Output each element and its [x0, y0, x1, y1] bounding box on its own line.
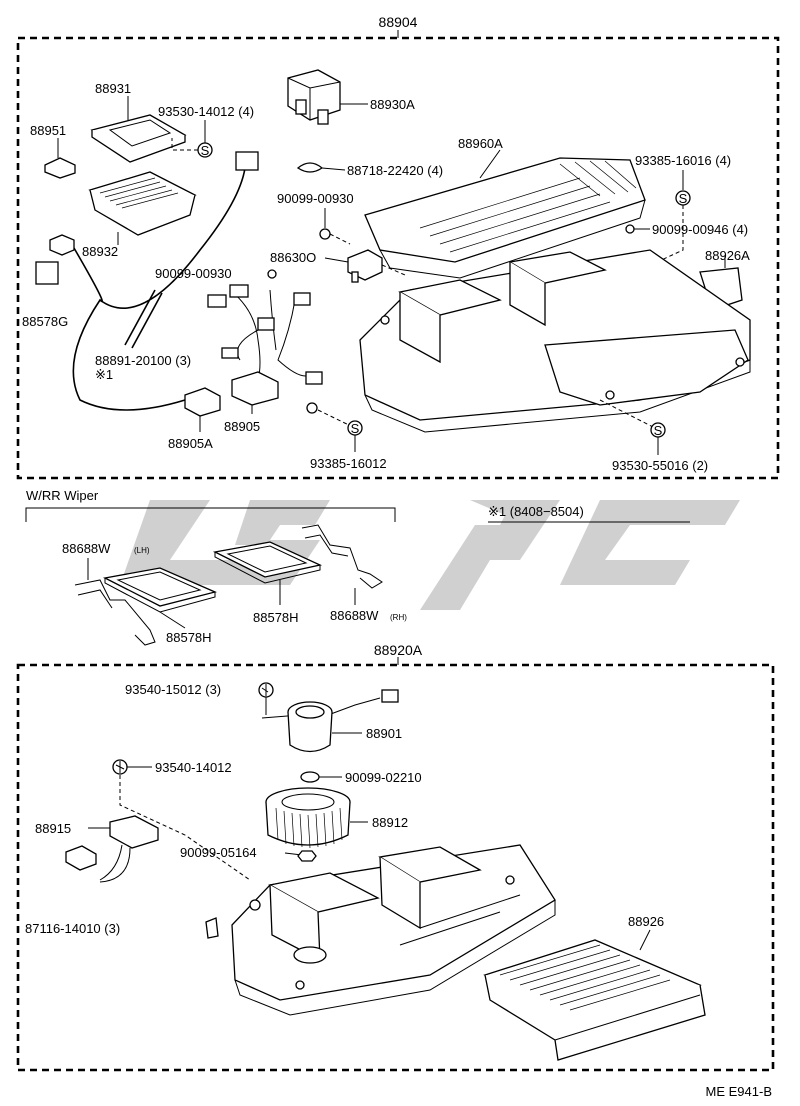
wire-88905A — [72, 247, 186, 411]
screw-s-text-2: S — [679, 191, 688, 206]
leader-88718 — [321, 167, 346, 171]
label-88578H-a: 88578H — [166, 630, 212, 645]
label-90099-05164: 90099-05164 — [180, 845, 257, 860]
label-88912: 88912 — [372, 815, 408, 830]
label-88926: 88926 — [628, 914, 664, 929]
part-88578H-gasket-b — [212, 541, 323, 584]
label-88905: 88905 — [224, 419, 260, 434]
label-93530-55016: 93530-55016 (2) — [612, 458, 708, 473]
label-90099-00946: 90099-00946 (4) — [652, 222, 748, 237]
part-88905A-connector-top — [235, 151, 259, 171]
label-88932: 88932 — [82, 244, 118, 259]
label-93530-14012: 93530-14012 (4) — [158, 104, 254, 119]
part-90099-00946-screw — [625, 224, 635, 234]
label-93385-16012: 93385-16012 — [310, 456, 387, 471]
label-93540-15012: 93540-15012 (3) — [125, 682, 221, 697]
part-heater-case-top — [359, 249, 751, 433]
part-87116-clip — [205, 917, 219, 939]
part-88718-clip — [296, 162, 324, 173]
part-90099-00930-a-screw — [319, 228, 331, 240]
leader-88926 — [639, 929, 651, 951]
watermark-stroke-3 — [420, 500, 560, 610]
dash-93385-16016 — [639, 205, 684, 271]
label-87116: 87116-14010 (3) — [25, 921, 120, 936]
part-90099-00930-b-screw — [267, 269, 277, 279]
part-heater-case-bottom — [231, 844, 556, 1016]
dash-93540-14012 — [119, 775, 251, 881]
label-88915: 88915 — [35, 821, 71, 836]
label-93385-16016: 93385-16016 (4) — [635, 153, 731, 168]
label-93540-14012: 93540-14012 — [155, 760, 232, 775]
part-88688W-rh-bracket-edge — [304, 534, 349, 557]
label-88931: 88931 — [95, 81, 131, 96]
label-88718: 88718-22420 (4) — [347, 163, 443, 178]
part-88931-cover — [90, 114, 187, 163]
part-88930A-switch — [287, 69, 341, 125]
part-88960A-cover — [364, 157, 646, 279]
part-88688W-lh-bracket — [74, 579, 156, 646]
label-88951: 88951 — [30, 123, 66, 138]
part-88578G-pad — [35, 261, 59, 285]
label-88905A: 88905A — [168, 436, 213, 451]
label-88901: 88901 — [366, 726, 402, 741]
screw-s-text-4: S — [654, 423, 663, 438]
footer-code: ME E941-B — [706, 1084, 772, 1099]
part-88915-resistor — [65, 815, 159, 883]
part-88891-tube — [124, 289, 156, 346]
part-88926-filter — [483, 939, 706, 1061]
bottom-assembly-label: 88920A — [374, 642, 423, 658]
part-88905A-connector-bottom — [184, 387, 221, 417]
part-88951-connector — [44, 157, 76, 179]
part-88901-motor — [261, 689, 399, 753]
wiper-title: W/RR Wiper — [26, 488, 99, 503]
label-88891-note: ※1 — [95, 367, 113, 382]
label-88960A: 88960A — [458, 136, 503, 151]
label-88926A: 88926A — [705, 248, 750, 263]
bottom-assembly-box — [16, 663, 775, 1072]
label-88630: 88630O — [270, 250, 316, 265]
wiper-bracket — [25, 507, 396, 522]
label-88688W-lh-sub: (LH) — [134, 546, 150, 555]
screw-s-glyph-5 — [261, 684, 269, 696]
screw-s-text-1: S — [201, 143, 210, 158]
part-88891-tube-edge — [131, 292, 163, 349]
part-90099-05164-nut — [297, 850, 317, 862]
leader-88960A — [479, 149, 501, 179]
label-88578H-b: 88578H — [253, 610, 299, 625]
part-88932-tray — [88, 171, 197, 236]
watermark-stroke-1 — [120, 500, 230, 585]
top-assembly-label: 88904 — [379, 14, 418, 30]
label-88891: 88891-20100 (3) — [95, 353, 191, 368]
part-90099-02210-washer — [300, 771, 320, 783]
watermark-logo — [120, 500, 740, 610]
label-90099-02210: 90099-02210 — [345, 770, 422, 785]
screw-s-text-3: S — [351, 421, 360, 436]
watermark-stroke-4 — [560, 500, 740, 585]
label-88930A: 88930A — [370, 97, 415, 112]
dash-93530-14012 — [171, 138, 198, 151]
label-88688W-rh-sub: (RH) — [390, 613, 407, 622]
leader-88578H-a — [159, 611, 186, 629]
label-90099-00930-a: 90099-00930 — [277, 191, 354, 206]
part-connector-left — [49, 234, 75, 256]
part-88688W-rh-bracket — [301, 524, 383, 589]
note-title: ※1 (8408−8504) — [488, 504, 584, 519]
part-88912-fan — [265, 787, 351, 849]
dash-90099-00930-a — [329, 233, 351, 245]
leader-88630 — [324, 257, 349, 263]
dash-93530-55016 — [599, 399, 656, 429]
label-88578G: 88578G — [22, 314, 68, 329]
part-88688W-lh-bracket-edge — [77, 589, 113, 609]
screw-s-glyph-6 — [115, 761, 125, 773]
label-90099-00930-b: 90099-00930 — [155, 266, 232, 281]
part-88905-harness — [207, 284, 323, 414]
wire-88905A-upper — [99, 167, 246, 309]
label-88688W-rh: 88688W — [330, 608, 379, 623]
part-88630-sensor — [347, 249, 383, 283]
label-88688W-lh: 88688W — [62, 541, 111, 556]
